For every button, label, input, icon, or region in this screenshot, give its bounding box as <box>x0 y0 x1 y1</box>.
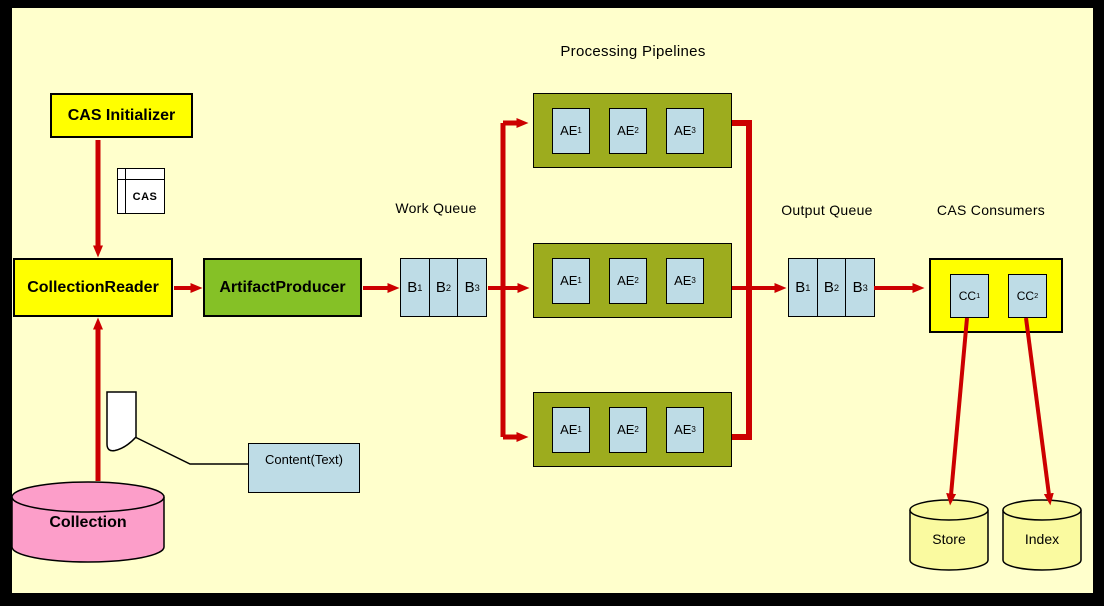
collector-line <box>732 120 752 440</box>
ae-label: AE <box>560 273 578 288</box>
arrow-cc2-to-index <box>1024 317 1054 506</box>
ae-label: AE <box>674 123 692 138</box>
ae-subscript: 1 <box>577 126 582 135</box>
ae-subscript: 2 <box>634 425 639 434</box>
ae-label: AE <box>617 123 635 138</box>
cc-label: CC <box>1016 288 1035 303</box>
arrow-cc1-to-store <box>946 317 969 506</box>
artifact-producer-box: ArtifactProducer <box>203 258 362 317</box>
store-label: Store <box>932 531 966 547</box>
ae-subscript: 3 <box>691 276 696 285</box>
slot-subscript: 2 <box>445 282 452 293</box>
cas-initializer-box: CAS Initializer <box>50 93 193 138</box>
cc-subscript: 1 <box>976 291 981 300</box>
slot-subscript: 3 <box>862 282 868 293</box>
cas-icon-label: CAS <box>132 190 158 203</box>
slot-subscript: 3 <box>474 282 480 293</box>
ae-subscript: 2 <box>634 276 639 285</box>
ae-subscript: 1 <box>577 425 582 434</box>
cas-document-icon: CAS <box>117 168 165 214</box>
content-text-box: Content(Text) <box>248 443 360 493</box>
ae-label: AE <box>560 123 578 138</box>
cas-icon-horizontal-rule <box>118 179 164 180</box>
ae-label: AE <box>674 273 692 288</box>
ae-subscript: 2 <box>634 126 639 135</box>
ae-label: AE <box>617 422 635 437</box>
slot-label: B <box>407 279 418 296</box>
collection-reader-box: CollectionReader <box>13 258 173 317</box>
slot-label: B <box>852 279 863 296</box>
index-label: Index <box>1024 531 1060 547</box>
output-queue-label: Output Queue <box>781 202 873 218</box>
cc-subscript: 2 <box>1034 291 1039 300</box>
ae-subscript: 3 <box>691 126 696 135</box>
collection-label: Collection <box>49 514 127 531</box>
ae-label: AE <box>617 273 635 288</box>
ae-label: AE <box>560 422 578 437</box>
work-queue-label: Work Queue <box>395 200 477 216</box>
ae-subscript: 1 <box>577 276 582 285</box>
slot-label: B <box>795 279 806 296</box>
slot-label: B <box>464 279 475 296</box>
slot-label: B <box>823 279 834 296</box>
content-pointer-line <box>135 436 248 465</box>
cc-label: CC <box>958 288 977 303</box>
slot-subscript: 1 <box>417 282 423 293</box>
document-icon <box>106 391 137 452</box>
ae-label: AE <box>674 422 692 437</box>
slot-subscript: 2 <box>833 282 840 293</box>
slot-label: B <box>435 279 446 296</box>
cas-consumers-label: CAS Consumers <box>936 202 1046 218</box>
ae-subscript: 3 <box>691 425 696 434</box>
cas-icon-vertical-rule <box>125 169 126 213</box>
slot-subscript: 1 <box>805 282 811 293</box>
processing-pipelines-label: Processing Pipelines <box>560 43 706 60</box>
